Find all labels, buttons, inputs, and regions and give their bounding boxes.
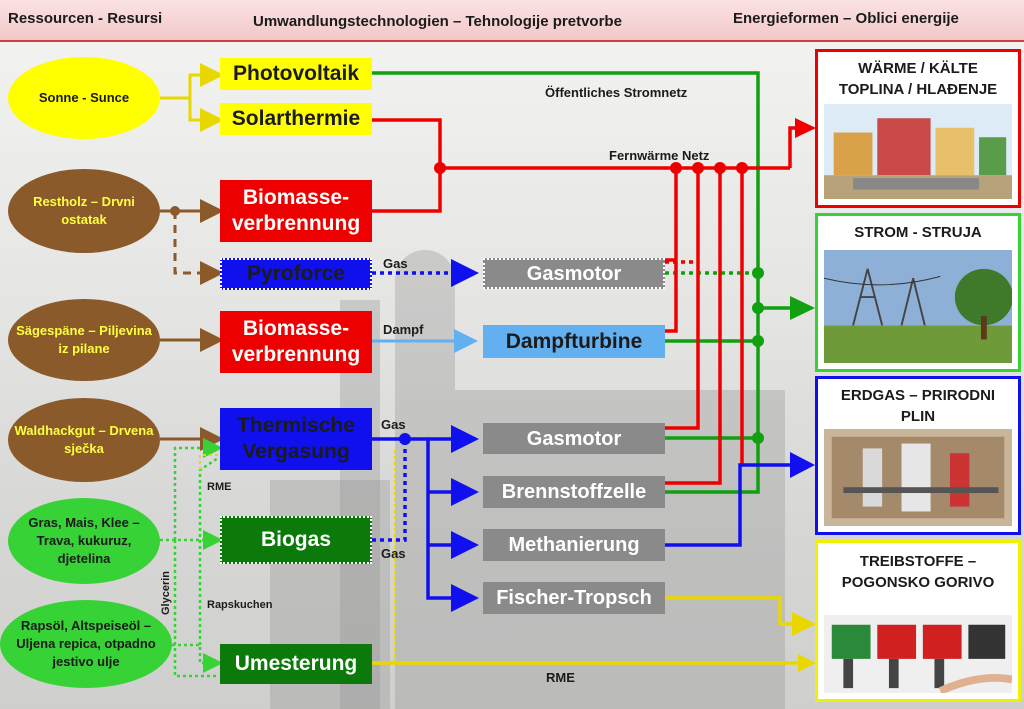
energy-treibstoffe-title: TREIBSTOFFE – POGONSKO GORIVO [841, 553, 995, 591]
fuel-dotted [199, 450, 396, 663]
label-stromnetz: Öffentliches Stromnetz [545, 85, 688, 100]
biomass-arrows [160, 199, 224, 451]
secondary-fischer-tropsch: Fischer-Tropsch [483, 582, 665, 614]
tech-umesterung: Umesterung [220, 644, 372, 684]
energy-erdgas-title: ERDGAS – PRIRODNI PLIN [840, 387, 996, 425]
tech-biomasse-verbrennung-2: Biomasse-verbrennung [220, 311, 372, 373]
energy-strom-title: STROM - STRUJA [854, 224, 982, 241]
background-tower [395, 250, 455, 709]
fuel-nozzles-picture [824, 615, 1012, 693]
resource-sonne: Sonne - Sunce [8, 57, 160, 139]
resource-gras: Gras, Mais, Klee – Trava, kukuruz, djete… [8, 498, 160, 584]
resource-saegespaene: Sägespäne – Piljevina iz pilane [8, 299, 160, 381]
label-dampf: Dampf [383, 322, 424, 337]
energy-strom-panel: STROM - STRUJA [815, 213, 1021, 372]
tech-pyroforce: Pyroforce [220, 258, 372, 290]
header-energy-forms: Energieformen – Oblici energije [733, 10, 959, 27]
gas-lines [372, 425, 790, 612]
fuel-lines [372, 596, 800, 665]
secondary-dampfturbine: Dampfturbine [483, 325, 665, 358]
label-rme-bottom: RME [546, 670, 575, 685]
energy-erdgas-panel: ERDGAS – PRIRODNI PLIN [815, 376, 1021, 535]
resource-rapsoel: Rapsöl, Altspeiseöl – Uljena repica, otp… [0, 600, 172, 688]
resource-waldhackgut: Waldhackgut – Drvena sječka [8, 398, 160, 482]
label-glycerin: Glycerin [160, 570, 172, 615]
header-technologies: Umwandlungstechnologien – Tehnologije pr… [253, 13, 622, 30]
label-gas-pyroforce: Gas [383, 256, 408, 271]
energy-waerme-title: WÄRME / KÄLTE TOPLINA / HLAĐENJE [838, 60, 998, 98]
energy-treibstoffe-panel: TREIBSTOFFE – POGONSKO GORIVO [815, 540, 1021, 702]
secondary-gasmotor-1: Gasmotor [483, 258, 665, 289]
header-resources: Ressourcen - Resursi [8, 10, 163, 27]
tech-photovoltaik: Photovoltaik [220, 58, 372, 90]
power-lines-picture [824, 250, 1012, 363]
tech-biomasse-verbrennung-1: Biomasse-verbrennung [220, 180, 372, 242]
label-fernwaerme: Fernwärme Netz [609, 148, 710, 163]
label-rme-small: RME [207, 481, 232, 493]
secondary-methanierung: Methanierung [483, 529, 665, 561]
gas-installation-picture [824, 429, 1012, 526]
sonne-connector [160, 63, 224, 132]
energy-waerme-panel: WÄRME / KÄLTE TOPLINA / HLAĐENJE [815, 49, 1021, 208]
resource-restholz: Restholz – Drvni ostatak [8, 169, 160, 253]
tech-biogas: Biogas [220, 516, 372, 564]
tech-solarthermie: Solarthermie [220, 103, 372, 135]
label-rapskuchen: Rapskuchen [207, 599, 273, 611]
heat-house-picture [824, 104, 1012, 199]
label-gas-vergasung: Gas [381, 417, 406, 432]
tech-thermische-vergasung: Thermische Vergasung [220, 408, 372, 470]
secondary-brennstoffzelle: Brennstoffzelle [483, 476, 665, 508]
gas-dotted-lines [372, 259, 479, 542]
secondary-gasmotor-2: Gasmotor [483, 423, 665, 454]
header-bar [0, 0, 1024, 42]
label-gas-biogas: Gas [381, 546, 406, 561]
